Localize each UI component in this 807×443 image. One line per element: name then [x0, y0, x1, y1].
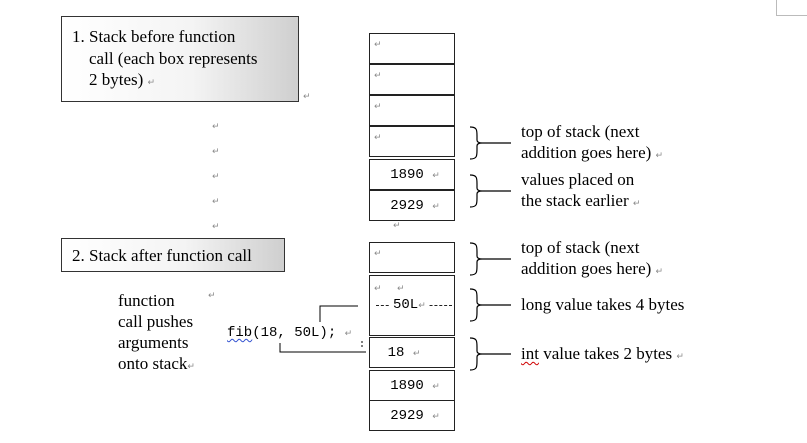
paragraph-mark: ↵ — [187, 362, 195, 372]
int-keyword: int — [521, 344, 539, 363]
long-value-annotation: long value takes 4 bytes — [521, 295, 685, 314]
int-value-annotation: int value takes 2 bytes ↵ — [521, 343, 684, 364]
paragraph-mark: ↵ — [212, 122, 220, 132]
cell-mark: ↵ — [418, 301, 426, 311]
cell-mark: ↵ — [374, 133, 382, 143]
cell-value: 50L↵ — [390, 297, 429, 313]
cell-value-text: 50L — [393, 297, 419, 313]
stack-before-cell-5: 1890 ↵ — [369, 159, 455, 190]
paragraph-mark: ↵ — [344, 329, 353, 339]
call-description-line: onto stack↵ — [118, 353, 195, 374]
cell-mark: ↵ — [374, 249, 382, 259]
cell-mark: ↵ — [374, 40, 382, 50]
paragraph-mark: ↵ — [632, 199, 641, 209]
paragraph-mark: ↵ — [393, 221, 401, 231]
stack-after-cell-long: ↵ ↵ 50L↵ — [369, 275, 455, 336]
stack-before-top-annotation: top of stack (next addition goes here) ↵ — [521, 121, 663, 163]
cell-value-text: 1890 — [390, 377, 424, 394]
stack-after-title: 2. Stack after function call — [72, 246, 252, 265]
brace-icon — [469, 337, 511, 371]
paragraph-mark: ↵ — [147, 78, 156, 88]
paragraph-mark: ↵ — [212, 197, 220, 207]
annotation-line: values placed on — [521, 170, 635, 189]
cell-value: 18 ↵ — [370, 345, 454, 361]
cell-mark: ↵ — [397, 284, 405, 294]
call-description: function call pushes arguments onto stac… — [118, 290, 195, 374]
brace-icon — [469, 126, 511, 160]
paragraph-mark: ↵ — [212, 147, 220, 157]
cell-value: 1890 ↵ — [370, 378, 454, 394]
stack-after-cell-2929: 2929 ↵ — [369, 400, 455, 431]
stack-before-cell-2: ↵ — [369, 64, 455, 95]
paragraph-mark: ↵ — [676, 352, 684, 362]
cell-mark: ↵ — [374, 102, 382, 112]
annotation-line-2: addition goes here) ↵ — [521, 142, 663, 163]
cell-mark: ↵ — [432, 201, 440, 212]
paragraph-mark: ↵ — [212, 172, 220, 182]
paragraph-mark: ↵ — [208, 291, 216, 301]
annotation-line-2: addition goes here) ↵ — [521, 258, 663, 279]
stack-before-title-box: 1. Stack before function call (each box … — [61, 16, 299, 102]
stack-after-cell-1890: 1890 ↵ — [369, 370, 455, 401]
stack-before-title-line-3: 2 bytes) ↵ — [89, 69, 155, 90]
brace-icon — [469, 242, 511, 276]
cell-value-text: 18 — [387, 344, 405, 361]
stack-after-top-annotation: top of stack (next addition goes here) ↵ — [521, 237, 663, 279]
stack-before-title-line-1: 1. Stack before function — [72, 27, 236, 46]
stack-after-title-box: 2. Stack after function call — [61, 238, 285, 272]
cell-mark: ↵ — [432, 170, 440, 181]
annotation-line: top of stack (next — [521, 238, 640, 257]
brace-icon — [469, 174, 511, 208]
title-line-3-text: 2 bytes) — [89, 70, 144, 89]
call-description-line: function — [118, 291, 175, 310]
cell-value-text: 2929 — [390, 197, 424, 214]
cell-mark: ↵ — [412, 348, 421, 359]
cell-mark: ↵ — [374, 284, 382, 294]
argument-connectors — [279, 305, 366, 353]
paragraph-mark: ↵ — [303, 92, 311, 102]
stack-before-cell-6: 2929 ↵ — [369, 190, 455, 221]
stack-before-cell-4: ↵ — [369, 126, 455, 157]
function-name: fib — [227, 325, 253, 341]
stack-before-title-line-2: call (each box represents — [89, 49, 258, 68]
brace-icon — [469, 288, 511, 322]
annotation-line-2-text: addition goes here) — [521, 143, 652, 162]
annotation-line-2-text: addition goes here) — [521, 259, 652, 278]
stack-before-cell-3: ↵ — [369, 95, 455, 126]
stack-before-earlier-annotation: values placed on the stack earlier ↵ — [521, 169, 640, 211]
function-args: (18, 50L); — [252, 325, 337, 341]
cell-value: 2929 ↵ — [370, 408, 454, 424]
annotation-line-2: the stack earlier ↵ — [521, 190, 640, 211]
cell-value-text: 1890 — [390, 166, 424, 183]
stack-after-cell-int: 18 ↵ — [369, 337, 455, 368]
int-annotation-rest: value takes 2 bytes — [538, 344, 673, 363]
call-description-line: call pushes — [118, 312, 194, 331]
cell-mark: ↵ — [432, 411, 440, 422]
cell-mark: ↵ — [374, 71, 382, 81]
paragraph-mark: ↵ — [212, 222, 220, 232]
call-description-line-4-text: onto stack — [118, 354, 188, 373]
function-call-code: fib(18, 50L); ↵ — [227, 325, 352, 341]
annotation-line-2-text: the stack earlier — [521, 191, 629, 210]
stack-before-cell-1: ↵ — [369, 33, 455, 64]
cell-value: 1890 ↵ — [370, 167, 454, 183]
cell-value: 2929 ↵ — [370, 198, 454, 214]
annotation-line: top of stack (next — [521, 122, 640, 141]
paragraph-mark: ↵ — [655, 267, 664, 277]
paragraph-mark: ↵ — [655, 151, 664, 161]
page-corner-mark — [776, 0, 807, 16]
cell-value-text: 2929 — [390, 407, 424, 424]
call-description-line: arguments — [118, 333, 189, 352]
cell-mark: ↵ — [432, 381, 440, 392]
stack-after-cell-top: ↵ — [369, 242, 455, 273]
